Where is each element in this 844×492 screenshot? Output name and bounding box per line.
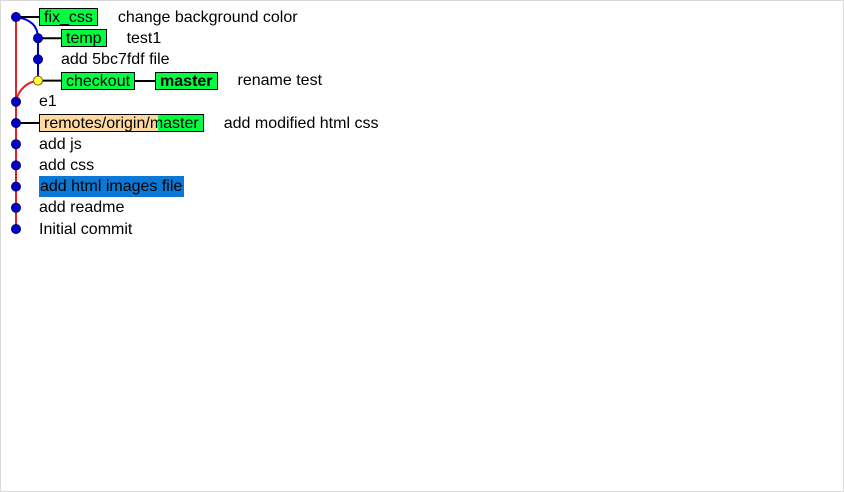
commit-row[interactable]: checkout master rename test (1, 70, 701, 91)
commit-message[interactable]: rename test (237, 72, 323, 90)
commit-message[interactable]: add modified html css (223, 114, 379, 132)
commit-row[interactable]: fix_css change background color (1, 7, 701, 28)
commit-dot (11, 202, 21, 213)
commit-row-content: add js (39, 134, 82, 155)
commit-dot (11, 139, 21, 150)
commit-message[interactable]: e1 (39, 93, 57, 111)
commit-row-content: fix_css change background color (39, 7, 298, 28)
remote-branch-label[interactable]: remotes/origin/master (39, 114, 204, 132)
branch-label[interactable]: fix_css (39, 8, 98, 26)
commit-row[interactable]: temp test1 (1, 28, 701, 49)
commit-row[interactable]: add js (1, 134, 701, 155)
commit-dot (11, 224, 21, 234)
commit-row[interactable]: add readme (1, 197, 701, 218)
commit-message[interactable]: test1 (126, 29, 162, 47)
commit-row-content: temp test1 (61, 28, 161, 49)
commit-row-content: e1 (39, 91, 57, 112)
commit-row[interactable]: add html images file (1, 176, 701, 198)
commit-message[interactable]: Initial commit (39, 220, 133, 238)
commit-row-content: remotes/origin/master add modified html c… (39, 113, 378, 134)
commit-dot (11, 160, 21, 171)
commit-row-content: add html images file (39, 176, 185, 198)
head-commit-dot (33, 75, 43, 86)
branch-label[interactable]: checkout (61, 71, 136, 90)
commit-dot (33, 33, 43, 44)
commit-message[interactable]: add css (39, 156, 95, 174)
commit-message[interactable]: change background color (117, 8, 298, 26)
commit-dot (11, 118, 21, 128)
commit-dot (11, 96, 21, 107)
commit-message[interactable]: add 5bc7fdf file (61, 50, 170, 68)
commit-row[interactable]: add css (1, 155, 701, 176)
branch-label[interactable]: temp (61, 29, 107, 48)
commit-row[interactable]: add 5bc7fdf file (1, 49, 701, 70)
commit-dot (11, 181, 21, 192)
commit-row-content: add readme (39, 197, 124, 218)
commit-row[interactable]: remotes/origin/master add modified html c… (1, 113, 701, 134)
commit-row-content: Initial commit (39, 219, 132, 240)
commit-message[interactable]: add readme (39, 199, 125, 217)
commit-row-content: checkout master rename test (61, 70, 322, 91)
commit-row[interactable]: Initial commit (1, 219, 701, 240)
ref-connector (135, 79, 156, 82)
commit-graph-lines (11, 12, 61, 234)
commit-message[interactable]: add js (39, 135, 82, 153)
commit-row-content: add 5bc7fdf file (61, 49, 170, 70)
commit-dot (33, 54, 43, 65)
commit-row[interactable]: e1 (1, 91, 701, 112)
commit-row-content: add css (39, 155, 94, 176)
head-branch-label[interactable]: master (155, 71, 218, 90)
commit-message-selected[interactable]: add html images file (39, 176, 185, 198)
commit-dot (11, 12, 21, 22)
